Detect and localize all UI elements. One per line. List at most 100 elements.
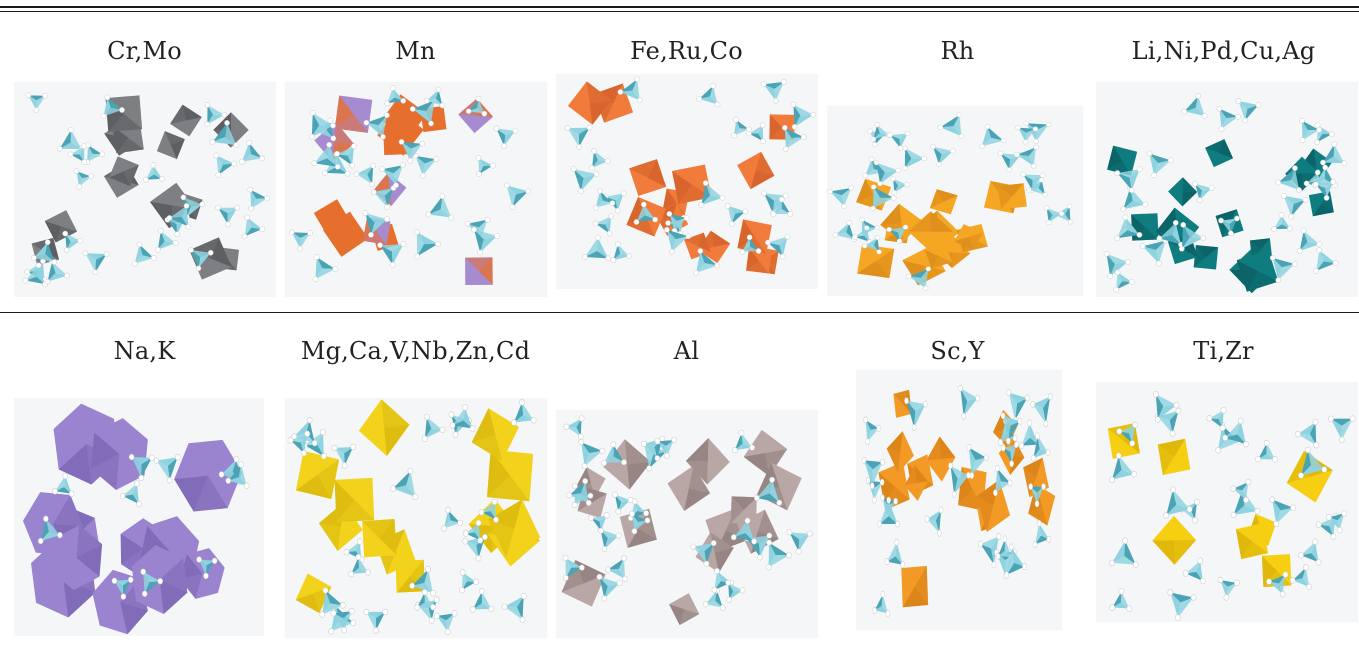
ligand-tetrahedron <box>1014 144 1039 169</box>
ligand-tetrahedron <box>765 539 792 571</box>
metal-polyhedron <box>904 465 928 502</box>
ligand-tetrahedron <box>1294 418 1320 449</box>
ligand-tetrahedron <box>1313 179 1336 201</box>
ligand-tetrahedron <box>423 86 446 109</box>
ligand-tetrahedron <box>362 210 390 238</box>
middle-rule <box>0 312 1359 313</box>
ligand-tetrahedron <box>73 168 95 190</box>
metal-polyhedron <box>685 438 730 485</box>
ligand-tetrahedron <box>877 496 900 528</box>
ligand-tetrahedron <box>1139 237 1169 267</box>
ligand-tetrahedron <box>363 608 389 634</box>
ligand-tetrahedron <box>564 124 593 150</box>
ligand-tetrahedron <box>215 204 241 228</box>
ligand-tetrahedron <box>979 124 1007 149</box>
ligand-tetrahedron <box>111 576 134 600</box>
ligand-tetrahedron <box>730 517 757 545</box>
ligand-tetrahedron <box>589 148 611 171</box>
ligand-tetrahedron <box>1326 510 1348 534</box>
ligand-tetrahedron <box>633 201 659 225</box>
ligand-tetrahedron <box>239 139 265 165</box>
metal-polyhedron <box>667 465 711 511</box>
column-label: Sc,Y <box>930 337 985 365</box>
ligand-tetrahedron <box>390 467 419 500</box>
metal-polyhedron <box>174 439 243 512</box>
ligand-tetrahedron <box>377 241 407 268</box>
column-label: Mn <box>395 37 436 65</box>
ligand-tetrahedron <box>31 239 58 265</box>
ligand-tetrahedron <box>1314 122 1335 146</box>
ligand-tetrahedron <box>592 213 615 237</box>
ligand-tetrahedron <box>890 176 910 196</box>
metal-polyhedron <box>976 479 1011 533</box>
metal-polyhedron <box>362 518 397 558</box>
ligand-tetrahedron <box>1015 125 1039 145</box>
metal-polyhedron <box>1152 515 1197 565</box>
ligand-tetrahedron <box>56 126 85 152</box>
ligand-tetrahedron <box>471 226 500 256</box>
ligand-tetrahedron <box>760 79 787 104</box>
ligand-tetrahedron <box>1230 478 1252 504</box>
ligand-tetrahedron <box>1031 432 1051 462</box>
ligand-tetrahedron <box>1028 483 1046 508</box>
ligand-tetrahedron <box>1289 564 1313 591</box>
metal-polyhedron <box>334 95 373 133</box>
ligand-tetrahedron <box>1114 166 1143 194</box>
ligand-tetrahedron <box>247 186 271 212</box>
metal-polyhedron <box>997 183 1027 210</box>
ligand-tetrahedron <box>213 152 237 178</box>
metal-polyhedron <box>90 418 148 490</box>
ligand-tetrahedron <box>379 162 406 189</box>
metal-polyhedron <box>295 450 340 500</box>
ligand-tetrahedron <box>1109 588 1133 612</box>
ligand-tetrahedron <box>664 226 692 255</box>
ligand-tetrahedron <box>884 538 905 569</box>
ligand-tetrahedron <box>204 102 228 128</box>
ligand-tetrahedron <box>1217 576 1240 601</box>
ligand-tetrahedron <box>781 124 807 152</box>
metal-polyhedron <box>743 429 788 477</box>
ligand-tetrahedron <box>511 399 537 426</box>
ligand-tetrahedron <box>409 97 438 127</box>
ligand-tetrahedron <box>887 130 911 151</box>
ligand-tetrahedron <box>398 139 426 164</box>
ligand-tetrahedron <box>958 384 981 420</box>
ligand-tetrahedron <box>1043 205 1065 225</box>
ligand-tetrahedron <box>604 555 628 582</box>
column-label: Fe,Ru,Co <box>630 37 743 65</box>
ligand-tetrahedron <box>1152 391 1180 423</box>
ligand-tetrahedron <box>582 234 611 262</box>
ligand-tetrahedron <box>827 185 855 209</box>
ligand-tetrahedron <box>746 122 766 145</box>
ligand-tetrahedron <box>462 519 484 544</box>
ligand-tetrahedron <box>930 144 956 167</box>
ligand-tetrahedron <box>82 250 110 276</box>
crystal-structure-image <box>1096 82 1358 297</box>
metal-polyhedron <box>926 436 956 482</box>
ligand-tetrahedron <box>1181 93 1208 119</box>
ligand-tetrahedron <box>434 610 458 635</box>
column-label: Ti,Zr <box>1193 337 1254 365</box>
metal-polyhedron <box>156 131 185 160</box>
ligand-tetrahedron <box>412 153 440 179</box>
ligand-tetrahedron <box>610 241 633 263</box>
ligand-tetrahedron <box>1299 117 1323 144</box>
ligand-tetrahedron <box>1280 192 1309 220</box>
metal-polyhedron <box>924 243 953 269</box>
ligand-tetrahedron <box>140 568 163 597</box>
metal-polyhedron <box>1157 438 1191 476</box>
ligand-tetrahedron <box>459 569 479 594</box>
ligand-tetrahedron <box>166 203 192 230</box>
ligand-tetrahedron <box>501 592 527 623</box>
ligand-tetrahedron <box>1026 177 1048 198</box>
ligand-tetrahedron <box>241 214 266 240</box>
ligand-tetrahedron <box>353 162 377 188</box>
ligand-tetrahedron <box>311 141 341 170</box>
ligand-tetrahedron <box>1271 212 1293 233</box>
ligand-tetrahedron <box>1032 519 1052 548</box>
metal-polyhedron <box>901 565 929 608</box>
ligand-tetrahedron <box>702 587 726 611</box>
ligand-tetrahedron <box>693 248 721 276</box>
ligand-tetrahedron <box>1266 571 1289 598</box>
ligand-tetrahedron <box>863 416 881 446</box>
